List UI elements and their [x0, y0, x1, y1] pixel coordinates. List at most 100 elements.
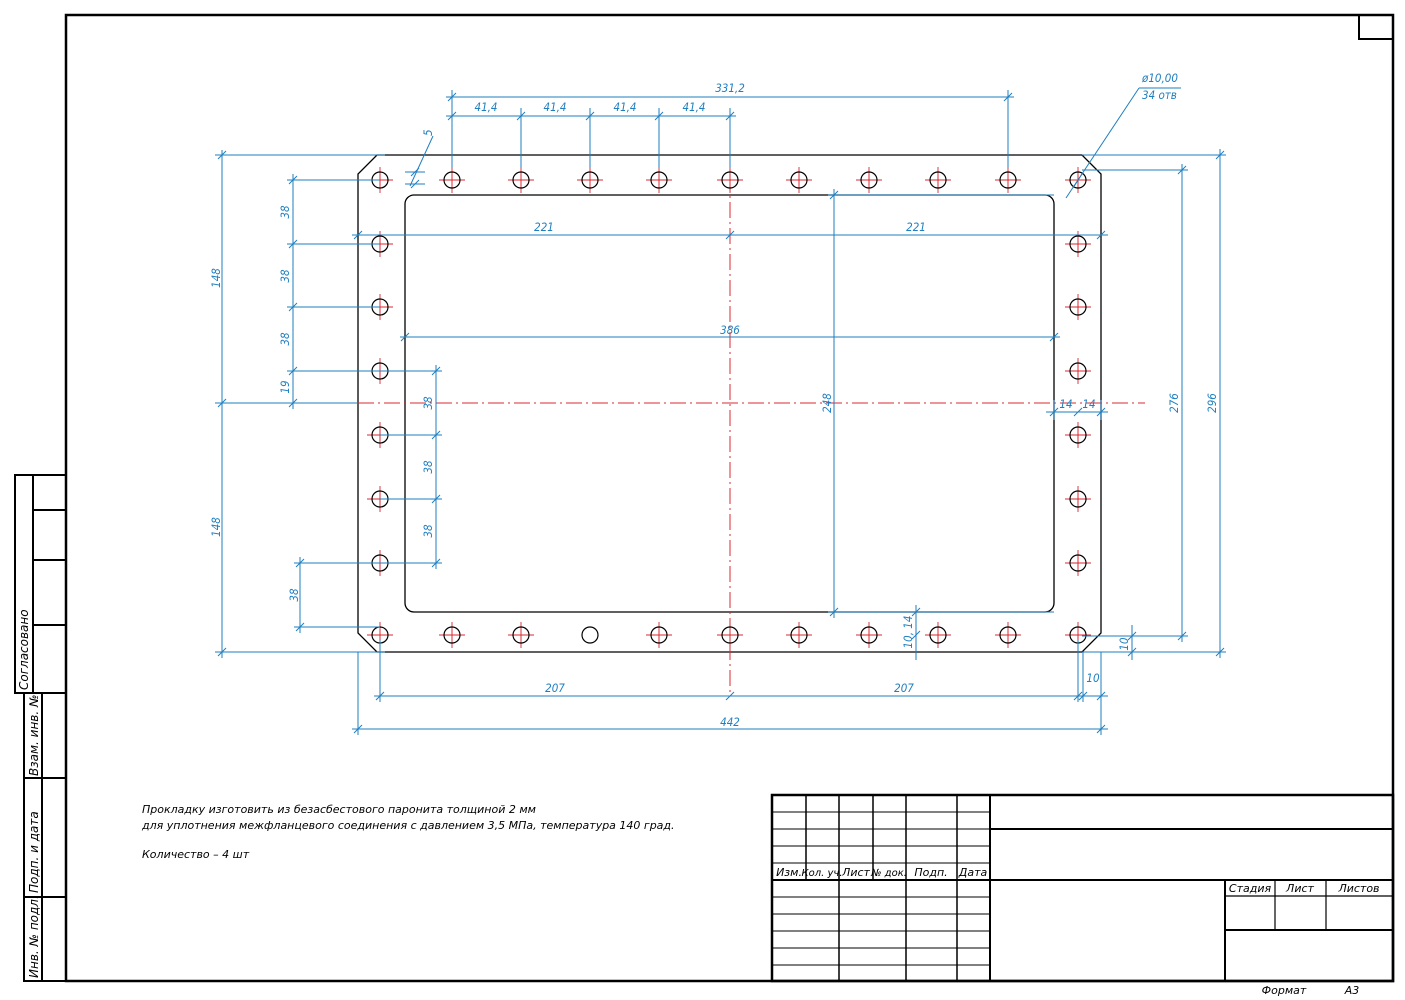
dimension-tick — [1049, 407, 1059, 417]
dim-38-left-3: 38 — [278, 332, 292, 346]
dim-38-inner-1: 38 — [421, 396, 435, 410]
dimension-tick — [1215, 647, 1225, 657]
dimension-tick — [447, 92, 457, 102]
tb-col-izm: Изм. — [776, 866, 802, 879]
bolt-hole — [1065, 231, 1091, 257]
dimension-tick — [1073, 691, 1083, 701]
bolt-hole — [856, 167, 882, 193]
dimension-tick — [1127, 631, 1137, 641]
dimension-tick — [288, 302, 298, 312]
tb-listov: Листов — [1337, 882, 1379, 895]
dimension-tick — [217, 398, 227, 408]
note-line-1: Прокладку изготовить из безасбестового п… — [142, 803, 536, 816]
dim-276: 276 — [1167, 393, 1181, 413]
dim-14-right: 14 — [1082, 397, 1095, 411]
dimension-tick — [410, 167, 420, 177]
dimension-tick — [217, 647, 227, 657]
dim-221-left: 221 — [534, 220, 554, 234]
bolt-hole — [1065, 486, 1091, 512]
dim-10-bottom: 10 — [1086, 671, 1100, 685]
tb-stadia: Стадия — [1229, 882, 1272, 895]
dimension-tick — [431, 366, 441, 376]
tb-col-kol-uch: Кол. уч. — [802, 868, 843, 879]
side-inv-podl-label: Инв. № подл. — [27, 895, 41, 978]
dimension-tick — [1127, 647, 1137, 657]
bolt-hole — [646, 167, 672, 193]
dim-207-right: 207 — [894, 681, 914, 695]
dimension-tick — [410, 179, 420, 189]
dimension-tick — [1177, 631, 1187, 641]
dim-10-14: 10, 14 — [901, 616, 915, 649]
dimension-tick — [585, 111, 595, 121]
bolt-hole — [786, 167, 812, 193]
dimension-tick — [295, 622, 305, 632]
dimension-lines — [215, 87, 1226, 735]
bolt-hole — [508, 167, 534, 193]
bolt-hole — [439, 167, 465, 193]
dimension-tick — [288, 366, 298, 376]
dim-148-bottom: 148 — [209, 517, 223, 537]
note-line-2: для уплотнения межфланцевого соединения … — [141, 819, 675, 832]
tb-format-label: Формат — [1262, 984, 1307, 997]
dimension-tick — [288, 175, 298, 185]
bolt-hole — [1065, 358, 1091, 384]
dimension-tick — [447, 111, 457, 121]
dim-41-2: 41,4 — [543, 100, 566, 114]
bolt-hole — [508, 622, 534, 648]
dim-41-3: 41,4 — [613, 100, 636, 114]
dimension-tick — [725, 230, 735, 240]
dim-38-inner-3: 38 — [421, 524, 435, 538]
dim-248: 248 — [820, 393, 834, 413]
bolt-hole — [717, 167, 743, 193]
dimension-tick — [911, 630, 921, 640]
dimension-tick — [1096, 724, 1106, 734]
dimension-tick — [1096, 230, 1106, 240]
dim-38-lower-left: 38 — [287, 588, 301, 602]
bolt-holes — [367, 167, 1091, 648]
dimension-tick — [288, 239, 298, 249]
dimension-tick — [654, 111, 664, 121]
dim-148-top: 148 — [209, 268, 223, 288]
dimension-tick — [1096, 407, 1106, 417]
title-block: Изм. Кол. уч. Лист № док. Подп. Дата Ста… — [770, 793, 1395, 997]
dimension-tick — [829, 190, 839, 200]
dim-38-left-2: 38 — [278, 269, 292, 283]
dim-41-1: 41,4 — [474, 100, 497, 114]
dimension-tick — [725, 691, 735, 701]
tb-col-n-dok: № док. — [870, 868, 907, 879]
side-stamp: Согласовано Взам. инв. № Подп. и дата Ин… — [14, 474, 67, 982]
dimension-tick — [1177, 165, 1187, 175]
dim-38-inner-2: 38 — [421, 460, 435, 474]
bolt-hole — [995, 167, 1021, 193]
dim-221-right: 221 — [906, 220, 926, 234]
bolt-hole — [717, 622, 743, 648]
tb-format-value: А3 — [1344, 984, 1360, 997]
dimension-tick — [1096, 691, 1106, 701]
dimension-tick — [288, 398, 298, 408]
dimension-texts: 331,2 41,4 41,4 41,4 41,4 5 ø10,00 34 от… — [209, 71, 1219, 729]
tb-list: Лист — [1285, 882, 1314, 895]
bolt-hole — [1065, 422, 1091, 448]
tb-col-list: Лист — [841, 866, 870, 879]
dimension-tick — [1215, 150, 1225, 160]
dimension-tick — [353, 724, 363, 734]
bolt-hole — [925, 622, 951, 648]
dimension-tick — [217, 150, 227, 160]
bolt-hole — [786, 622, 812, 648]
notes: Прокладку изготовить из безасбестового п… — [141, 803, 675, 861]
dimension-tick — [431, 430, 441, 440]
dimension-tick — [353, 230, 363, 240]
dim-38-left-1: 38 — [278, 205, 292, 219]
dimension-tick — [431, 494, 441, 504]
dim-19: 19 — [278, 380, 292, 393]
bolt-hole — [856, 622, 882, 648]
dimension-tick — [375, 691, 385, 701]
dim-41-4: 41,4 — [682, 100, 705, 114]
dim-hole-count: 34 отв — [1142, 88, 1177, 102]
dimension-tick — [400, 332, 410, 342]
dim-386: 386 — [720, 323, 740, 337]
dimension-tick — [1073, 407, 1083, 417]
dim-hole-diameter: ø10,00 — [1141, 71, 1178, 85]
side-podp-data-label: Подп. и дата — [27, 811, 41, 893]
